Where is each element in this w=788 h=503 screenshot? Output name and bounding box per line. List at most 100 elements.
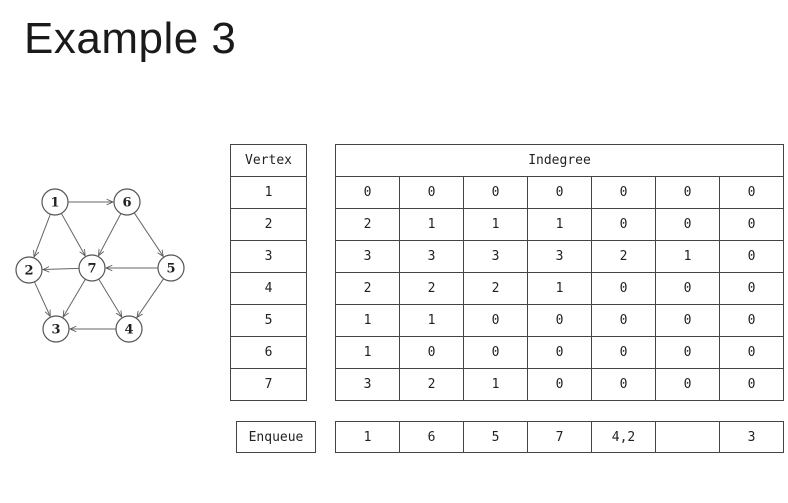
vertex-table: Vertex 1 2 3 4 5 6 7 [230, 144, 307, 401]
indegree-cell: 0 [527, 304, 592, 337]
vertex-cell: 6 [230, 336, 307, 369]
indegree-cell: 3 [399, 240, 464, 273]
indegree-cell: 2 [335, 208, 400, 241]
enqueue-label: Enqueue [236, 421, 316, 453]
indegree-cell: 0 [591, 368, 656, 401]
graph-node-label: 5 [166, 262, 175, 277]
graph-node: 1 [41, 188, 69, 216]
indegree-cell: 0 [719, 176, 784, 209]
indegree-cell: 0 [591, 208, 656, 241]
indegree-cell: 0 [591, 176, 656, 209]
indegree-cell: 2 [399, 272, 464, 305]
graph-edge [43, 268, 80, 269]
indegree-cell: 2 [591, 240, 656, 273]
graph-edge [33, 281, 51, 316]
indegree-cell: 2 [335, 272, 400, 305]
indegree-cell: 0 [719, 304, 784, 337]
indegree-cell: 0 [527, 368, 592, 401]
indegree-cell: 0 [719, 272, 784, 305]
graph-node-label: 3 [51, 323, 60, 338]
indegree-cell: 1 [463, 208, 528, 241]
indegree-cell: 0 [463, 336, 528, 369]
enqueue-cell: 7 [527, 421, 592, 453]
graph-edge [137, 278, 165, 318]
vertex-cell: 7 [230, 368, 307, 401]
graph-node: 7 [78, 254, 106, 282]
graph-edge [60, 213, 85, 255]
enqueue-label-table: Enqueue [236, 421, 316, 453]
indegree-cell: 2 [399, 368, 464, 401]
enqueue-cell: 3 [719, 421, 784, 453]
indegree-cell: 0 [655, 176, 720, 209]
directed-graph: 1 6 2 7 5 3 4 [15, 188, 185, 343]
indegree-cell: 0 [655, 272, 720, 305]
indegree-cell: 1 [335, 304, 400, 337]
graph-node: 5 [157, 254, 185, 282]
indegree-cell: 0 [399, 336, 464, 369]
vertex-cell: 1 [230, 176, 307, 209]
indegree-cell: 0 [591, 304, 656, 337]
slide-title: Example 3 [24, 14, 237, 63]
vertex-header: Vertex [230, 144, 307, 177]
indegree-cell: 3 [527, 240, 592, 273]
graph-edges [33, 202, 165, 329]
indegree-cell: 0 [399, 176, 464, 209]
graph-node-label: 7 [87, 262, 96, 277]
vertex-cell: 5 [230, 304, 307, 337]
indegree-cell: 1 [527, 272, 592, 305]
enqueue-cell: 1 [335, 421, 400, 453]
indegree-cell: 0 [463, 304, 528, 337]
indegree-cell: 3 [335, 368, 400, 401]
indegree-cell: 0 [335, 176, 400, 209]
graph-edge [34, 213, 51, 257]
indegree-cell: 0 [655, 336, 720, 369]
indegree-header: Indegree [335, 144, 784, 177]
graph-nodes: 1 6 2 7 5 3 4 [15, 188, 185, 343]
graph-node: 2 [15, 256, 43, 284]
vertex-cell: 4 [230, 272, 307, 305]
indegree-cell: 0 [655, 368, 720, 401]
enqueue-cell: 5 [463, 421, 528, 453]
vertex-cell: 3 [230, 240, 307, 273]
indegree-cell: 0 [591, 336, 656, 369]
graph-node-label: 1 [50, 196, 59, 211]
graph-node: 4 [115, 315, 143, 343]
graph-node-label: 2 [24, 264, 33, 279]
indegree-cell: 0 [719, 336, 784, 369]
graph-node-label: 6 [122, 196, 131, 211]
indegree-cell: 0 [527, 336, 592, 369]
indegree-cell: 1 [335, 336, 400, 369]
graph-edge [99, 213, 122, 255]
indegree-cell: 1 [527, 208, 592, 241]
indegree-cell: 0 [719, 240, 784, 273]
indegree-cell: 3 [335, 240, 400, 273]
indegree-cell: 0 [655, 304, 720, 337]
indegree-cell: 3 [463, 240, 528, 273]
indegree-cell: 1 [399, 208, 464, 241]
indegree-cell: 1 [399, 304, 464, 337]
graph-node-label: 4 [124, 323, 133, 338]
indegree-cell: 0 [655, 208, 720, 241]
graph-edge [63, 278, 86, 317]
indegree-cell: 2 [463, 272, 528, 305]
indegree-cell: 0 [591, 272, 656, 305]
indegree-cell: 0 [463, 176, 528, 209]
vertex-cell: 2 [230, 208, 307, 241]
enqueue-cell: 4,2 [591, 421, 656, 453]
graph-edge [133, 212, 163, 257]
graph-node: 3 [42, 315, 70, 343]
enqueue-cell: 6 [399, 421, 464, 453]
indegree-cell: 0 [719, 208, 784, 241]
graph-node: 6 [113, 188, 141, 216]
indegree-cell: 1 [463, 368, 528, 401]
